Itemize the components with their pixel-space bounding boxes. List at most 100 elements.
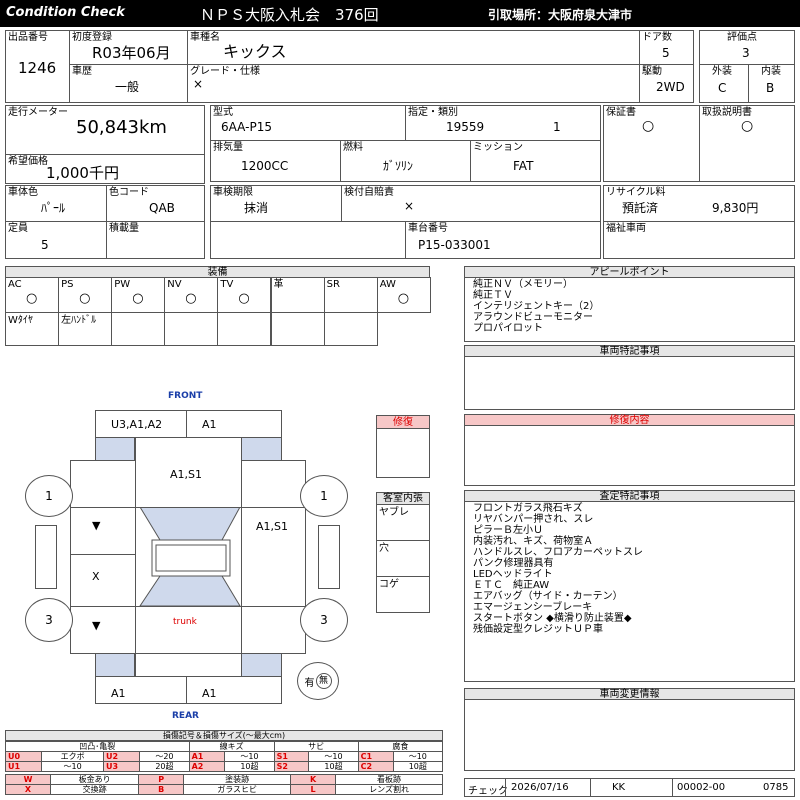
legend-desc: 看板跡 <box>335 774 443 785</box>
load-label: 積載量 <box>109 223 139 234</box>
legend-code: S1 <box>273 751 310 762</box>
manual-label: 取扱説明書 <box>702 107 752 118</box>
trunk: trunk <box>135 606 242 654</box>
front-label: FRONT <box>168 391 203 401</box>
legend-desc: レンズ割れ <box>335 784 443 795</box>
windshield-front <box>139 506 241 541</box>
repair-mark-box <box>376 428 430 478</box>
rear-corner-left: ▼ <box>70 606 136 654</box>
equipment-label: NV <box>167 279 182 290</box>
legend-header: 凹凸･亀裂 <box>5 741 190 752</box>
welfare-label: 福祉車両 <box>606 223 646 234</box>
legend-code: A1 <box>188 751 226 762</box>
equipment-cell: TV○ <box>217 277 272 313</box>
capacity-cell: 定員 5 <box>5 221 107 259</box>
legend-desc: 10超 <box>224 761 275 772</box>
right-side: A1,S1 <box>241 507 306 607</box>
equipment-option-cell: 左ﾊﾝﾄﾞﾙ <box>58 312 113 346</box>
equipment-option-cell <box>323 312 378 346</box>
spare-tire-label: 有 <box>304 677 315 689</box>
headlight-left <box>95 437 135 461</box>
displacement: 1200CC <box>241 159 289 173</box>
odometer-label: 走行メーター <box>8 107 68 118</box>
doors-label: ドア数 <box>642 32 672 43</box>
legend-desc: 塗装跡 <box>183 774 292 785</box>
recycle-label: リサイクル料 <box>606 187 666 198</box>
interior-trim-item-label: コゲ <box>379 579 399 590</box>
wheel-rear-left-code: 3 <box>45 613 53 627</box>
fuel-label: 燃料 <box>343 142 363 153</box>
legend-desc: 〜10 <box>392 751 444 762</box>
manual: ○ <box>741 118 754 134</box>
legend-desc: 10超 <box>392 761 444 772</box>
equipment-mark: ○ <box>79 291 91 306</box>
warranty-label: 保証書 <box>606 107 636 118</box>
grade-cell: グレード・仕様 × <box>187 64 640 103</box>
equipment-cell: NV○ <box>164 277 219 313</box>
equipment-label: AC <box>8 279 22 290</box>
interior-grade: B <box>766 81 775 95</box>
displacement-cell: 排気量 1200CC <box>210 140 341 182</box>
repair-title-text: 修復内容 <box>609 415 650 426</box>
rear-middle <box>135 653 242 677</box>
drive: 2WD <box>656 80 685 94</box>
interior-cell: 内装 B <box>748 64 795 103</box>
equipment-cell: PW○ <box>111 277 166 313</box>
equipment-mark: ○ <box>132 291 144 306</box>
odometer-cell: 走行メーター 50,843km <box>5 105 205 155</box>
rear-corner-left-mark: ▼ <box>92 619 101 632</box>
rear-corner-right <box>241 606 306 654</box>
lot-number-label: 出品番号 <box>8 32 48 43</box>
auction-title: ＮＰＳ大阪入札会 376回 <box>200 6 379 24</box>
equipment-option-cell <box>111 312 166 346</box>
type: 6AA-P15 <box>221 120 272 134</box>
legend-code: L <box>290 784 337 795</box>
type-label: 型式 <box>213 107 233 118</box>
repair-label-box: 修復 <box>376 415 430 429</box>
warranty: ○ <box>642 118 655 134</box>
roof-inner <box>155 544 227 572</box>
displacement-label: 排気量 <box>213 142 243 153</box>
grade-label: グレード・仕様 <box>190 66 260 77</box>
history-cell: 車歴 一般 <box>69 64 188 103</box>
inspect-line: スタートボタン ◆横滑り防止装置◆ <box>473 613 632 624</box>
equipment-mark: ○ <box>185 291 197 306</box>
equipment-option-cell <box>164 312 219 346</box>
equipment-label: AW <box>379 279 396 290</box>
inspect-line: フロントガラス飛石キズ <box>473 503 583 514</box>
legend-code: A2 <box>188 761 226 772</box>
interior-trim-item-label: 穴 <box>379 543 389 554</box>
wheel-rear-right: 3 <box>300 598 348 642</box>
front-bumper-right-code: A1 <box>202 418 217 431</box>
legend-desc: ガラスヒビ <box>183 784 292 795</box>
equipment-mark: ○ <box>238 291 250 306</box>
legend-code: U3 <box>102 761 141 772</box>
interior-trim-item: コゲ <box>376 576 430 613</box>
appeal-line: アラウンドビューモニター <box>473 312 593 323</box>
legend-code: B <box>138 784 185 795</box>
legend-code: U2 <box>102 751 141 762</box>
front-door-left-mark: ▼ <box>92 519 101 532</box>
score-label: 評価点 <box>727 32 757 43</box>
liability: × <box>404 199 415 213</box>
wheel-front-left-code: 1 <box>45 489 53 503</box>
body-color-label: 車体色 <box>8 187 38 198</box>
equipment-cell: AC○ <box>5 277 60 313</box>
taillight-left <box>95 653 135 677</box>
price-cell: 希望価格 1,000千円 <box>5 154 205 184</box>
rear-bumper-left: A1 <box>95 676 187 704</box>
color-code-cell: 色コード QAB <box>106 185 205 222</box>
type-cell: 型式 6AA-P15 <box>210 105 406 141</box>
history-label: 車歴 <box>72 66 92 77</box>
legend-code: U1 <box>4 761 43 772</box>
wheel-rear-left: 3 <box>25 598 73 642</box>
legend-desc: 交換跡 <box>49 784 140 795</box>
interior-trim-item-label: ヤブレ <box>379 507 409 518</box>
inspect-line: 内装汚れ、キズ、荷物室Ａ <box>473 536 594 547</box>
capacity: 5 <box>41 238 49 252</box>
legend-header: 線キズ <box>188 741 275 752</box>
recycle-cell: リサイクル料 預託済 9,830円 <box>603 185 795 222</box>
rear-bumper-left-code: A1 <box>111 687 126 700</box>
